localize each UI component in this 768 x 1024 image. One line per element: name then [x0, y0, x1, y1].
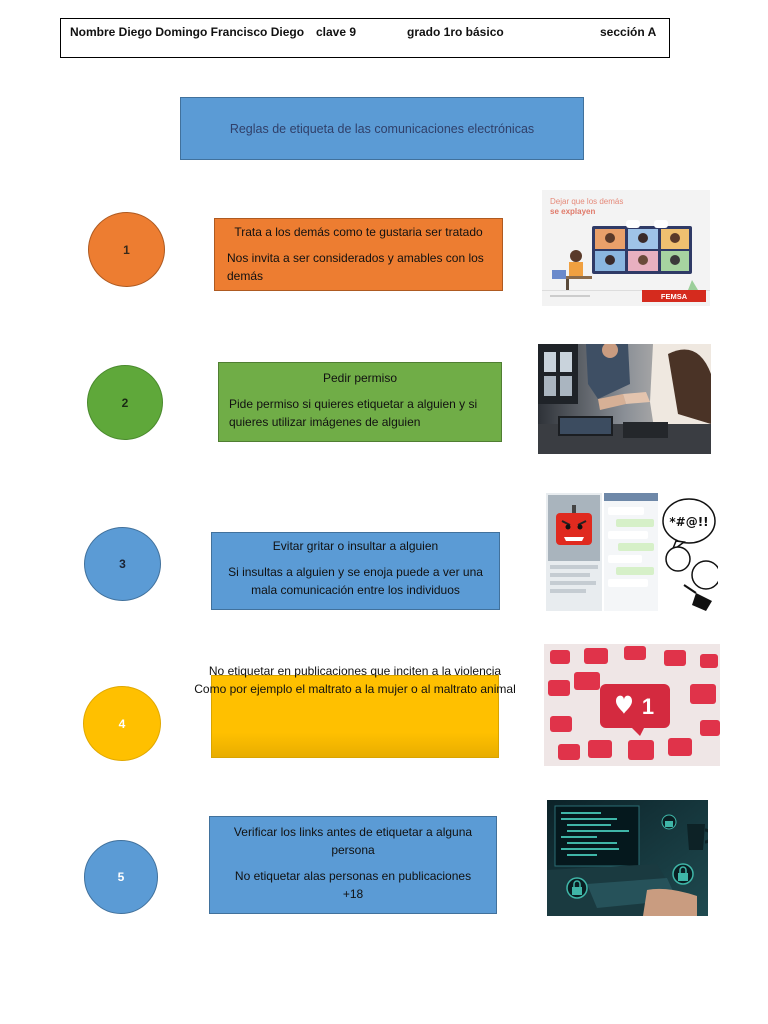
rule-3-number-circle: 3	[84, 527, 161, 601]
img1-heading-bold: se explayen	[550, 207, 595, 216]
rule-1-number: 1	[123, 242, 130, 257]
handshake-photo	[538, 344, 711, 454]
video-call-illustration: Dejar que los demás se explayen FEMSA	[542, 190, 710, 306]
notification-badge-number: 1	[642, 694, 654, 719]
rule-4-text: Como por ejemplo el maltrato a la mujer …	[194, 682, 516, 696]
rule-3-number: 3	[119, 557, 126, 571]
rule-4-title: No etiquetar en publicaciones que incite…	[208, 664, 502, 678]
rule-4-text-block: No etiquetar en publicaciones que incite…	[160, 662, 550, 698]
student-name: Nombre Diego Domingo Francisco Diego	[70, 25, 305, 39]
rule-3-title: Evitar gritar o insultar a alguien	[272, 539, 439, 553]
page-title: Reglas de etiqueta de las comunicaciones…	[180, 97, 584, 160]
heart-notification-photo: 1	[544, 644, 720, 766]
rule-4-number-circle: 4	[83, 686, 161, 761]
rule-4-number: 4	[118, 716, 126, 731]
student-clave: clave 9	[316, 25, 357, 39]
rule-5-number: 5	[117, 870, 125, 884]
rule-2-number: 2	[121, 395, 129, 410]
rule-2-text: Pide permiso si quieres etiquetar a algu…	[229, 397, 478, 429]
rule-5-number-circle: 5	[84, 840, 158, 914]
femsa-logo: FEMSA	[661, 292, 688, 301]
rule-2-title: Pedir permiso	[322, 371, 398, 385]
rule-1-title: Trata a los demás como te gustaria ser t…	[234, 225, 483, 239]
rule-4-box	[211, 675, 499, 758]
rule-2-number-circle: 2	[87, 365, 163, 440]
rule-2-box: Pedir permiso Pide permiso si quieres et…	[218, 362, 502, 442]
rule-5-text: No etiquetar alas personas en publicacio…	[234, 869, 472, 901]
balloon-symbols: *#@!!	[669, 515, 708, 529]
rule-3-box: Evitar gritar o insultar a alguien Si in…	[211, 532, 500, 610]
header-box: Nombre Diego Domingo Francisco Diego cla…	[60, 18, 670, 58]
rule-1-number-circle: 1	[88, 212, 165, 287]
rule-5-box: Verificar los links antes de etiquetar a…	[209, 816, 497, 914]
angry-chat-illustration: *#@!!	[546, 493, 718, 611]
laptop-security-photo	[547, 800, 708, 916]
img1-heading: Dejar que los demás	[550, 197, 623, 206]
student-seccion: sección A	[600, 25, 657, 39]
student-grado: grado 1ro básico	[407, 25, 504, 39]
rule-3-text: Si insultas a alguien y se enoja puede a…	[228, 565, 483, 597]
rule-1-text: Nos invita a ser considerados y amables …	[227, 251, 484, 283]
rule-5-title: Verificar los links antes de etiquetar a…	[233, 825, 473, 857]
rule-1-box: Trata a los demás como te gustaria ser t…	[214, 218, 503, 291]
